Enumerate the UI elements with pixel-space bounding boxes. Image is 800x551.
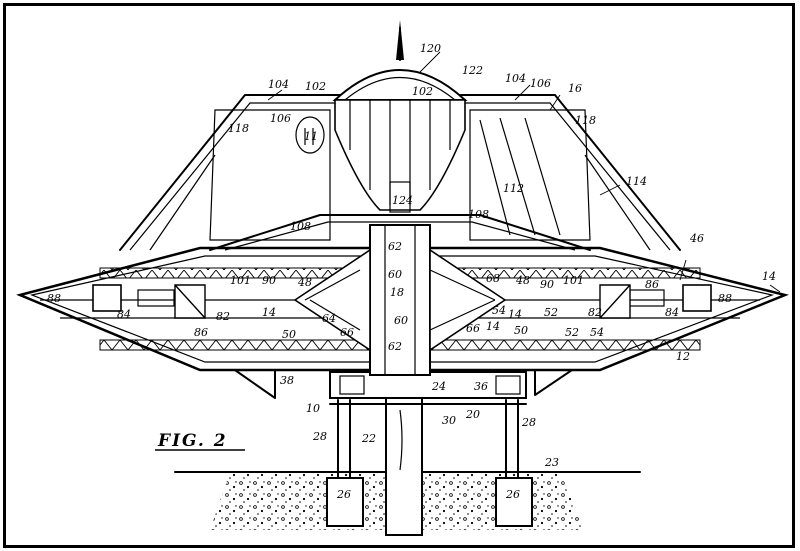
label-30: 30	[442, 414, 456, 427]
label-120: 120	[420, 42, 441, 55]
label-104-right: 104	[505, 72, 526, 85]
label-22: 22	[361, 432, 376, 445]
label-10: 10	[306, 402, 320, 415]
label-54-right: 54	[590, 326, 604, 339]
label-102: 102	[305, 80, 326, 93]
label-86-left: 86	[194, 326, 208, 339]
support-legs	[326, 399, 533, 527]
label-11: 11	[304, 130, 318, 143]
reference-numerals: 120 122 104 102 104 106 16 102 106 118 1…	[47, 42, 776, 501]
label-28: 28	[312, 430, 327, 443]
label-108: 108	[290, 220, 311, 233]
label-101: 101	[230, 274, 251, 287]
label-60-lower: 60	[394, 314, 408, 327]
label-66: 66	[340, 326, 354, 339]
label-106: 106	[530, 77, 551, 90]
label-68: 68	[486, 272, 500, 285]
label-64: 64	[322, 312, 336, 325]
label-62-lower: 62	[388, 340, 402, 353]
label-14-right: 14	[508, 308, 522, 321]
label-112: 112	[503, 182, 524, 195]
label-50-right: 50	[514, 324, 528, 337]
label-114: 114	[626, 175, 647, 188]
label-18: 18	[390, 286, 404, 299]
label-102-right: 102	[412, 85, 433, 98]
label-38: 38	[280, 374, 294, 387]
label-62: 62	[388, 240, 402, 253]
label-122: 122	[462, 64, 483, 77]
label-90-right: 90	[540, 278, 554, 291]
label-28-right: 28	[521, 416, 536, 429]
label-108-right: 108	[468, 208, 489, 221]
label-84: 84	[117, 308, 131, 321]
label-88: 88	[47, 292, 61, 305]
top-dome	[332, 20, 468, 101]
central-post	[385, 394, 423, 536]
label-52-right: 52	[565, 326, 579, 339]
footing-right	[495, 477, 533, 527]
leader-lines	[42, 51, 781, 301]
upper-cabin	[119, 94, 681, 251]
base-assembly	[329, 371, 527, 405]
label-20: 20	[465, 408, 480, 421]
label-84-right: 84	[665, 306, 679, 319]
label-82: 82	[216, 310, 230, 323]
footing-left	[326, 477, 364, 527]
label-90: 90	[262, 274, 276, 287]
label-24: 24	[431, 380, 446, 393]
label-26-right: 26	[505, 488, 520, 501]
lower-skirt-left	[231, 367, 276, 399]
label-14-rim: 14	[762, 270, 776, 283]
label-60: 60	[388, 268, 402, 281]
label-104: 104	[268, 78, 289, 91]
label-26: 26	[336, 488, 351, 501]
label-118: 118	[228, 122, 249, 135]
label-48: 48	[297, 276, 312, 289]
label-106-left: 106	[270, 112, 291, 125]
label-50: 50	[282, 328, 296, 341]
label-88-right: 88	[718, 292, 732, 305]
label-86: 86	[645, 278, 659, 291]
label-82-right: 82	[588, 306, 602, 319]
label-101-right: 101	[563, 274, 584, 287]
label-54: 54	[492, 304, 506, 317]
drawing-border	[3, 3, 795, 548]
label-14: 14	[262, 306, 276, 319]
label-23: 23	[544, 456, 559, 469]
figure-label: FIG. 2	[157, 431, 228, 451]
label-118-right: 118	[575, 114, 596, 127]
inner-chamber	[334, 99, 466, 213]
rim-units	[92, 284, 712, 319]
label-16: 16	[568, 82, 582, 95]
label-64-right: 14	[486, 320, 500, 333]
label-12: 12	[676, 350, 690, 363]
label-36: 36	[474, 380, 488, 393]
label-46: 46	[689, 232, 704, 245]
lower-skirt-right	[534, 367, 576, 396]
central-hub	[209, 214, 591, 376]
label-66-right: 66	[466, 322, 480, 335]
label-48-right: 48	[515, 274, 530, 287]
label-124: 124	[392, 194, 413, 207]
label-52: 52	[544, 306, 558, 319]
